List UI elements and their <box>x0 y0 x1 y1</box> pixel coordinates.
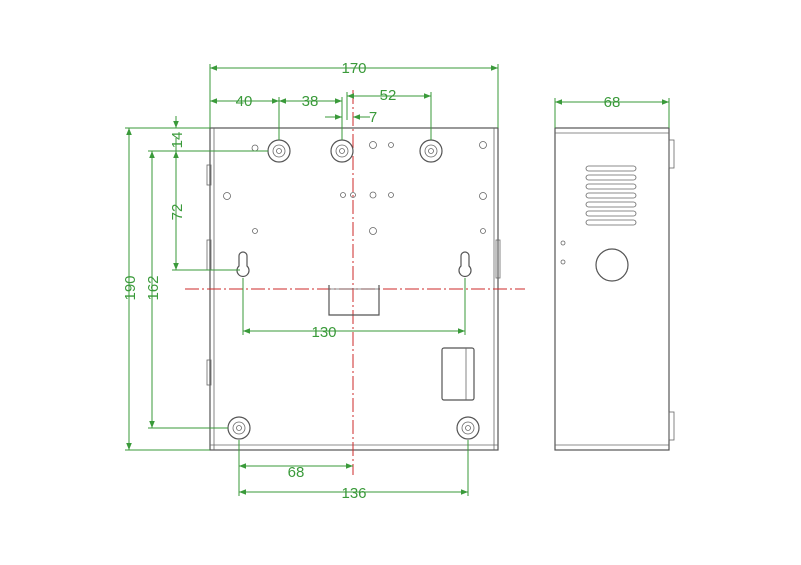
dim-14-label: 14 <box>169 132 186 149</box>
mounting-boss-top-center <box>330 139 354 163</box>
dim-40-label: 40 <box>236 93 253 110</box>
dim-38-label: 38 <box>302 93 319 110</box>
mounting-boss-top-left <box>267 139 291 163</box>
ventilation-slots <box>585 165 637 226</box>
dim-72-label: 72 <box>169 204 186 221</box>
side-panel-outline <box>554 127 670 451</box>
keyhole-left <box>236 251 250 277</box>
cable-gland-hole <box>595 248 629 282</box>
dim-7-label: 7 <box>369 109 377 126</box>
dimension-labels: 170 40 38 52 7 14 72 190 162 130 68 136 … <box>122 60 620 502</box>
mounting-boss-bottom-left <box>227 416 251 440</box>
mounting-boss-top-right <box>419 139 443 163</box>
front-view <box>185 90 525 475</box>
mounting-boss-bottom-right <box>456 416 480 440</box>
dim-130-label: 130 <box>311 324 336 341</box>
side-view <box>554 127 675 451</box>
dimension-lines <box>125 64 670 496</box>
dim-162-label: 162 <box>145 275 162 300</box>
dim-136-label: 136 <box>341 485 366 502</box>
dim-190-label: 190 <box>122 275 139 300</box>
side-knockout <box>441 347 475 401</box>
small-holes <box>223 141 487 235</box>
dim-52-label: 52 <box>380 87 397 104</box>
dim-170-label: 170 <box>341 60 366 77</box>
dim-68-bottom-label: 68 <box>288 464 305 481</box>
cable-cutout <box>328 285 380 316</box>
keyhole-right <box>458 251 472 277</box>
dim-68-side-label: 68 <box>604 94 621 111</box>
